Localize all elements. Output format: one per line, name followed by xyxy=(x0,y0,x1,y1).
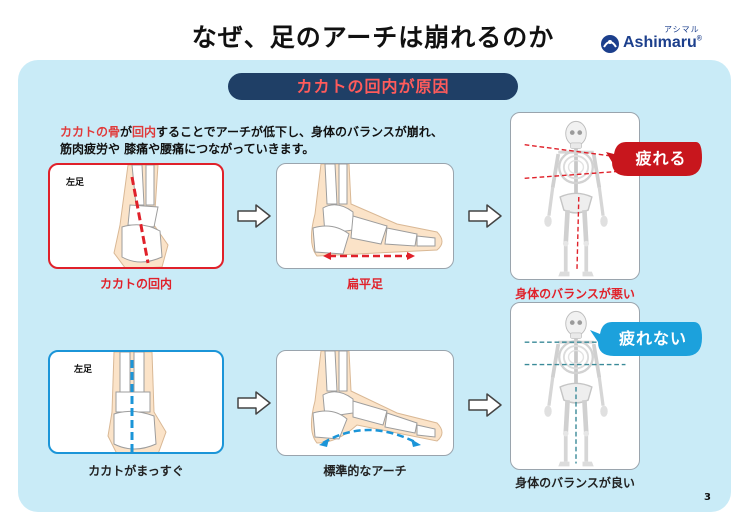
heel-side-label: 左足 xyxy=(66,178,85,188)
skeleton-caption: 身体のバランスが悪い xyxy=(515,287,635,301)
page-number: 3 xyxy=(704,492,711,503)
speech-bubble-shape xyxy=(606,142,702,176)
description-line-2: 筋肉疲労や 膝痛や腰痛につながっていきます。 xyxy=(60,142,315,156)
normal-arch-image xyxy=(276,350,454,456)
right-arrow-icon xyxy=(468,204,502,228)
right-arrow-icon xyxy=(237,204,271,228)
heel-caption: カカトの回内 xyxy=(99,277,172,291)
not-tired-bubble-text: 疲れない xyxy=(618,329,687,348)
flat-foot-image xyxy=(276,163,454,269)
foot-bone-illustration xyxy=(311,351,443,447)
brand-logo: Ashimaru® アシマル xyxy=(600,25,710,56)
not-tired-bubble: 疲れない xyxy=(590,318,704,364)
heel-bone-illustration xyxy=(113,165,169,267)
heel-straight-image: 左足 xyxy=(48,350,224,454)
logo-kana-text: アシマル xyxy=(664,25,700,34)
tired-bubble: 疲れる xyxy=(606,138,704,184)
flat-foot-caption: 扁平足 xyxy=(346,277,383,291)
tired-bubble-text: 疲れる xyxy=(635,149,687,168)
description: カカトの骨が回内することでアーチが低下し、身体のバランスが崩れ、 筋肉疲労や 膝… xyxy=(60,124,443,158)
section-title: カカトの回内が原因 xyxy=(228,73,518,100)
skeleton-caption: 身体のバランスが良い xyxy=(515,476,635,490)
normal-arch-caption: 標準的なアーチ xyxy=(323,464,407,478)
skeleton-unbalanced-image xyxy=(510,112,640,280)
description-line-1: カカトの骨が回内することでアーチが低下し、身体のバランスが崩れ、 xyxy=(60,125,443,139)
right-arrow-icon xyxy=(237,391,271,415)
heel-side-label: 左足 xyxy=(74,365,93,375)
page-title: なぜ、足のアーチは崩れるのか xyxy=(191,23,555,52)
foot-bone-illustration xyxy=(311,164,443,260)
speech-bubble-shape xyxy=(590,322,702,356)
logo-brand-text: Ashimaru® xyxy=(623,34,702,51)
heel-bone-illustration xyxy=(107,352,167,452)
right-arrow-icon xyxy=(468,393,502,417)
heel-pronation-image: 左足 xyxy=(48,163,224,269)
heel-caption: カカトがまっすぐ xyxy=(88,464,184,478)
logo-mark-icon xyxy=(601,35,619,53)
